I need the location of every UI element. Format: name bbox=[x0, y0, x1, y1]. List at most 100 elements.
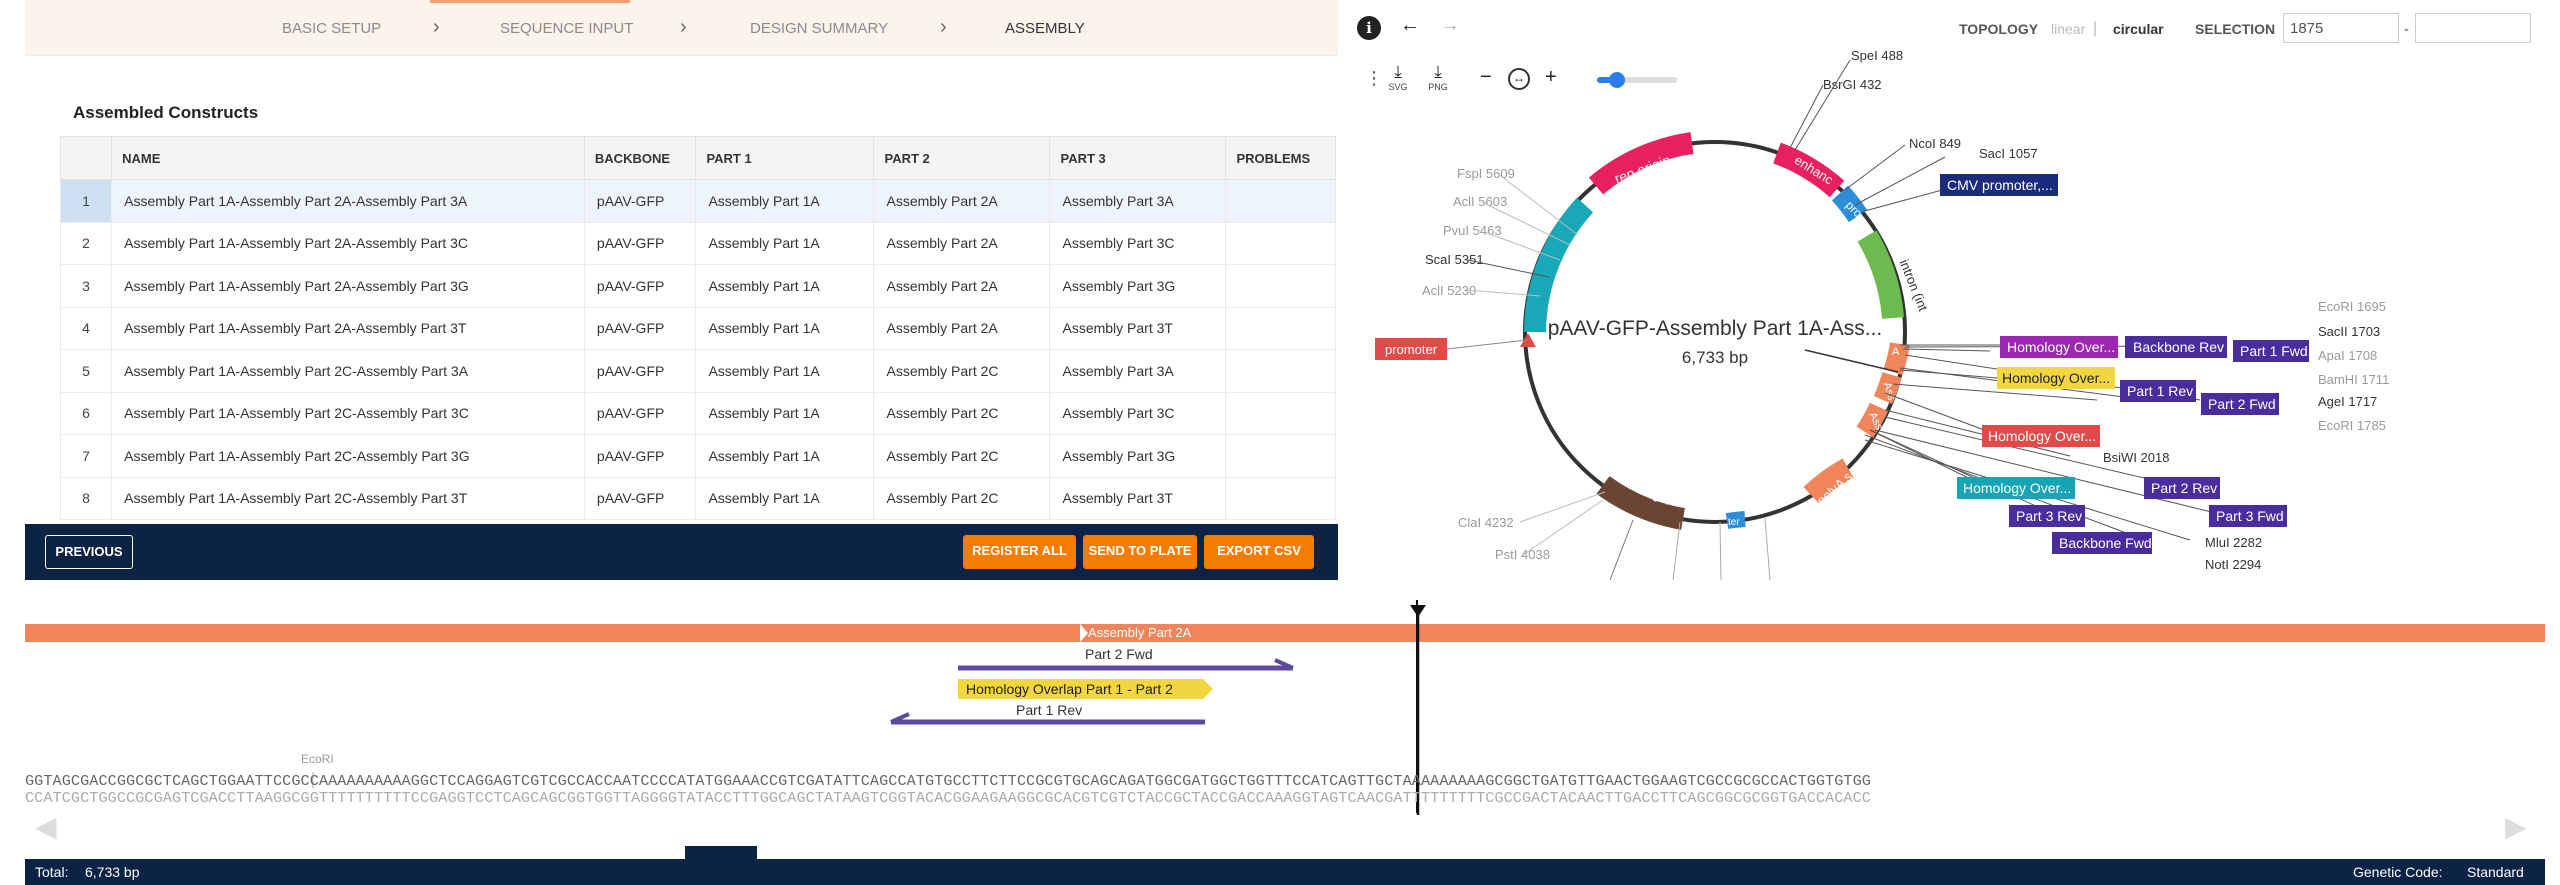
horizontal-scrollbar-thumb[interactable] bbox=[685, 846, 757, 859]
cut-site-label[interactable]: PstI 4038 bbox=[1495, 547, 1550, 562]
zoom-in-button[interactable]: + bbox=[1545, 66, 1557, 88]
cut-site-label[interactable]: MluI 2282 bbox=[2205, 535, 2262, 550]
cut-site-label[interactable]: ApaI 1708 bbox=[2318, 348, 2377, 363]
column-header[interactable]: PART 3 bbox=[1049, 136, 1227, 180]
cut-site-label[interactable]: FspI 5609 bbox=[1457, 166, 1515, 181]
cut-site-label[interactable]: AclI 5230 bbox=[1422, 283, 1476, 298]
previous-button[interactable]: PREVIOUS bbox=[45, 535, 133, 569]
homology-overlap-bar[interactable] bbox=[958, 679, 1203, 699]
assembly-part-track[interactable]: Assembly Part 2A bbox=[25, 624, 2545, 642]
more-vertical-icon[interactable]: ⋮ bbox=[1365, 68, 1383, 88]
cut-site-label[interactable]: SpeI 488 bbox=[1851, 48, 1903, 63]
download-svg-button[interactable]: ⤓ SVG bbox=[1385, 62, 1411, 92]
fit-width-icon[interactable]: ↔ bbox=[1508, 68, 1530, 90]
feature-assembly-part-1[interactable] bbox=[1873, 372, 1902, 405]
download-png-button[interactable]: ⤓ PNG bbox=[1425, 62, 1451, 92]
cut-site-label[interactable]: NotI 2294 bbox=[2205, 557, 2261, 572]
table-cell: Assembly Part 2A bbox=[873, 179, 1051, 223]
scroll-right-arrow-icon[interactable]: ▶ bbox=[2505, 811, 2527, 842]
column-header[interactable]: PART 2 bbox=[873, 136, 1051, 180]
step-sequence-input[interactable]: SEQUENCE INPUT bbox=[500, 20, 634, 37]
feature-enhancer[interactable] bbox=[1772, 142, 1845, 198]
cmv-promoter-box[interactable] bbox=[1940, 174, 2058, 196]
part3-rev-box[interactable] bbox=[2009, 505, 2085, 527]
feature-rep-origin[interactable] bbox=[1588, 132, 1694, 195]
column-header[interactable]: PART 1 bbox=[695, 136, 875, 180]
cursor-caret-icon[interactable] bbox=[1410, 605, 1426, 617]
zoom-slider[interactable] bbox=[1597, 72, 1677, 88]
cut-site-label[interactable]: EcoRI 1785 bbox=[2318, 418, 2386, 433]
step-assembly[interactable]: ASSEMBLY bbox=[1005, 20, 1085, 37]
homology-overlap-box-2[interactable] bbox=[1997, 367, 2115, 389]
part1-fwd-box[interactable] bbox=[2233, 340, 2309, 362]
sequence-annotations bbox=[312, 600, 1426, 815]
cut-site-label[interactable]: BamHI 1711 bbox=[2318, 372, 2389, 387]
cut-site-label[interactable]: SacI 1057 bbox=[1979, 146, 2038, 161]
feature-intron[interactable] bbox=[1857, 230, 1904, 320]
export-csv-button[interactable]: EXPORT CSV bbox=[1204, 535, 1314, 569]
topology-linear-option[interactable]: linear bbox=[2051, 21, 2086, 37]
feature-assembly-part-a[interactable] bbox=[1883, 342, 1910, 376]
cut-site-label[interactable]: ScaI 5351 bbox=[1425, 252, 1484, 267]
topology-circular-option[interactable]: circular bbox=[2113, 21, 2164, 37]
cut-site-label[interactable]: PvuI 5463 bbox=[1443, 223, 1502, 238]
sequence-reverse[interactable]: CCATCGCTGGCCGCGAGTCGACCTTAAGGCGGTTTTTTTT… bbox=[25, 789, 1871, 807]
undo-arrow-icon[interactable]: ← bbox=[1400, 14, 1420, 36]
homology-overlap-box-1[interactable] bbox=[2000, 336, 2118, 358]
backbone-rev-box[interactable] bbox=[2125, 336, 2227, 358]
column-header[interactable] bbox=[59, 136, 113, 180]
cut-site-label[interactable]: AclI 5603 bbox=[1453, 194, 1507, 209]
register-all-button[interactable]: REGISTER ALL bbox=[963, 535, 1076, 569]
part2-rev-box[interactable] bbox=[2144, 477, 2220, 499]
feature-bla[interactable] bbox=[1524, 197, 1594, 333]
feature-polya[interactable] bbox=[1803, 458, 1854, 504]
part-start-marker bbox=[1080, 624, 1088, 642]
cut-site-label[interactable]: AgeI 1717 bbox=[2318, 394, 2377, 409]
zoom-slider-handle[interactable] bbox=[1609, 72, 1625, 88]
feature-ter[interactable] bbox=[1725, 511, 1746, 529]
table-cell: Assembly Part 3T bbox=[1049, 306, 1227, 350]
cut-site-label[interactable]: SacII 1703 bbox=[2318, 324, 2380, 339]
zoom-out-button[interactable]: − bbox=[1480, 66, 1492, 88]
table-cell: Assembly Part 3A bbox=[1049, 349, 1227, 393]
sequence-forward[interactable]: GGTAGCGACCGGCGCTCAGCTGGAATTCCGCCAAAAAAAA… bbox=[25, 772, 1871, 790]
selection-start-input[interactable] bbox=[2283, 13, 2399, 43]
backbone-fwd-label: Backbone Fwd bbox=[2059, 535, 2152, 551]
genetic-code-value[interactable]: Standard bbox=[2467, 864, 2524, 880]
promoter-box[interactable] bbox=[1375, 338, 1447, 360]
homology-overlap-box-3[interactable] bbox=[1982, 425, 2100, 447]
selection-end-input[interactable] bbox=[2415, 13, 2531, 43]
send-to-plate-button[interactable]: SEND TO PLATE bbox=[1083, 535, 1197, 569]
backbone-fwd-box[interactable] bbox=[2052, 532, 2152, 554]
part3-fwd-box[interactable] bbox=[2209, 505, 2287, 527]
part2-fwd-box[interactable] bbox=[2201, 393, 2279, 415]
leader-line bbox=[1519, 491, 1606, 523]
feature-rep-origin-2[interactable] bbox=[1596, 475, 1686, 530]
column-header[interactable]: BACKBONE bbox=[583, 136, 697, 180]
cut-site-label[interactable]: NcoI 849 bbox=[1909, 136, 1961, 151]
step-basic-setup[interactable]: BASIC SETUP bbox=[282, 20, 382, 37]
scroll-left-arrow-icon[interactable]: ◀ bbox=[35, 811, 57, 842]
info-icon[interactable]: i bbox=[1357, 16, 1381, 40]
redo-arrow-icon[interactable]: → bbox=[1440, 14, 1460, 36]
cut-site-label[interactable]: EcoRI 1695 bbox=[2318, 299, 2386, 314]
chevron-right-icon: › bbox=[940, 16, 947, 38]
column-header[interactable]: NAME bbox=[111, 136, 585, 180]
homology-overlap-box-4[interactable] bbox=[1957, 477, 2075, 499]
zoom-slider-fill bbox=[1597, 77, 1619, 83]
cut-site-label[interactable]: BsiWI 2018 bbox=[2103, 450, 2169, 465]
part1-rev-box[interactable] bbox=[2120, 380, 2196, 402]
feature-promoter-pro[interactable] bbox=[1831, 185, 1868, 223]
feature-assembly-part-2[interactable] bbox=[1856, 402, 1889, 438]
column-header[interactable]: PROBLEMS bbox=[1225, 136, 1336, 180]
step-design-summary[interactable]: DESIGN SUMMARY bbox=[750, 20, 889, 37]
cut-site-label[interactable]: ClaI 4232 bbox=[1458, 515, 1514, 530]
